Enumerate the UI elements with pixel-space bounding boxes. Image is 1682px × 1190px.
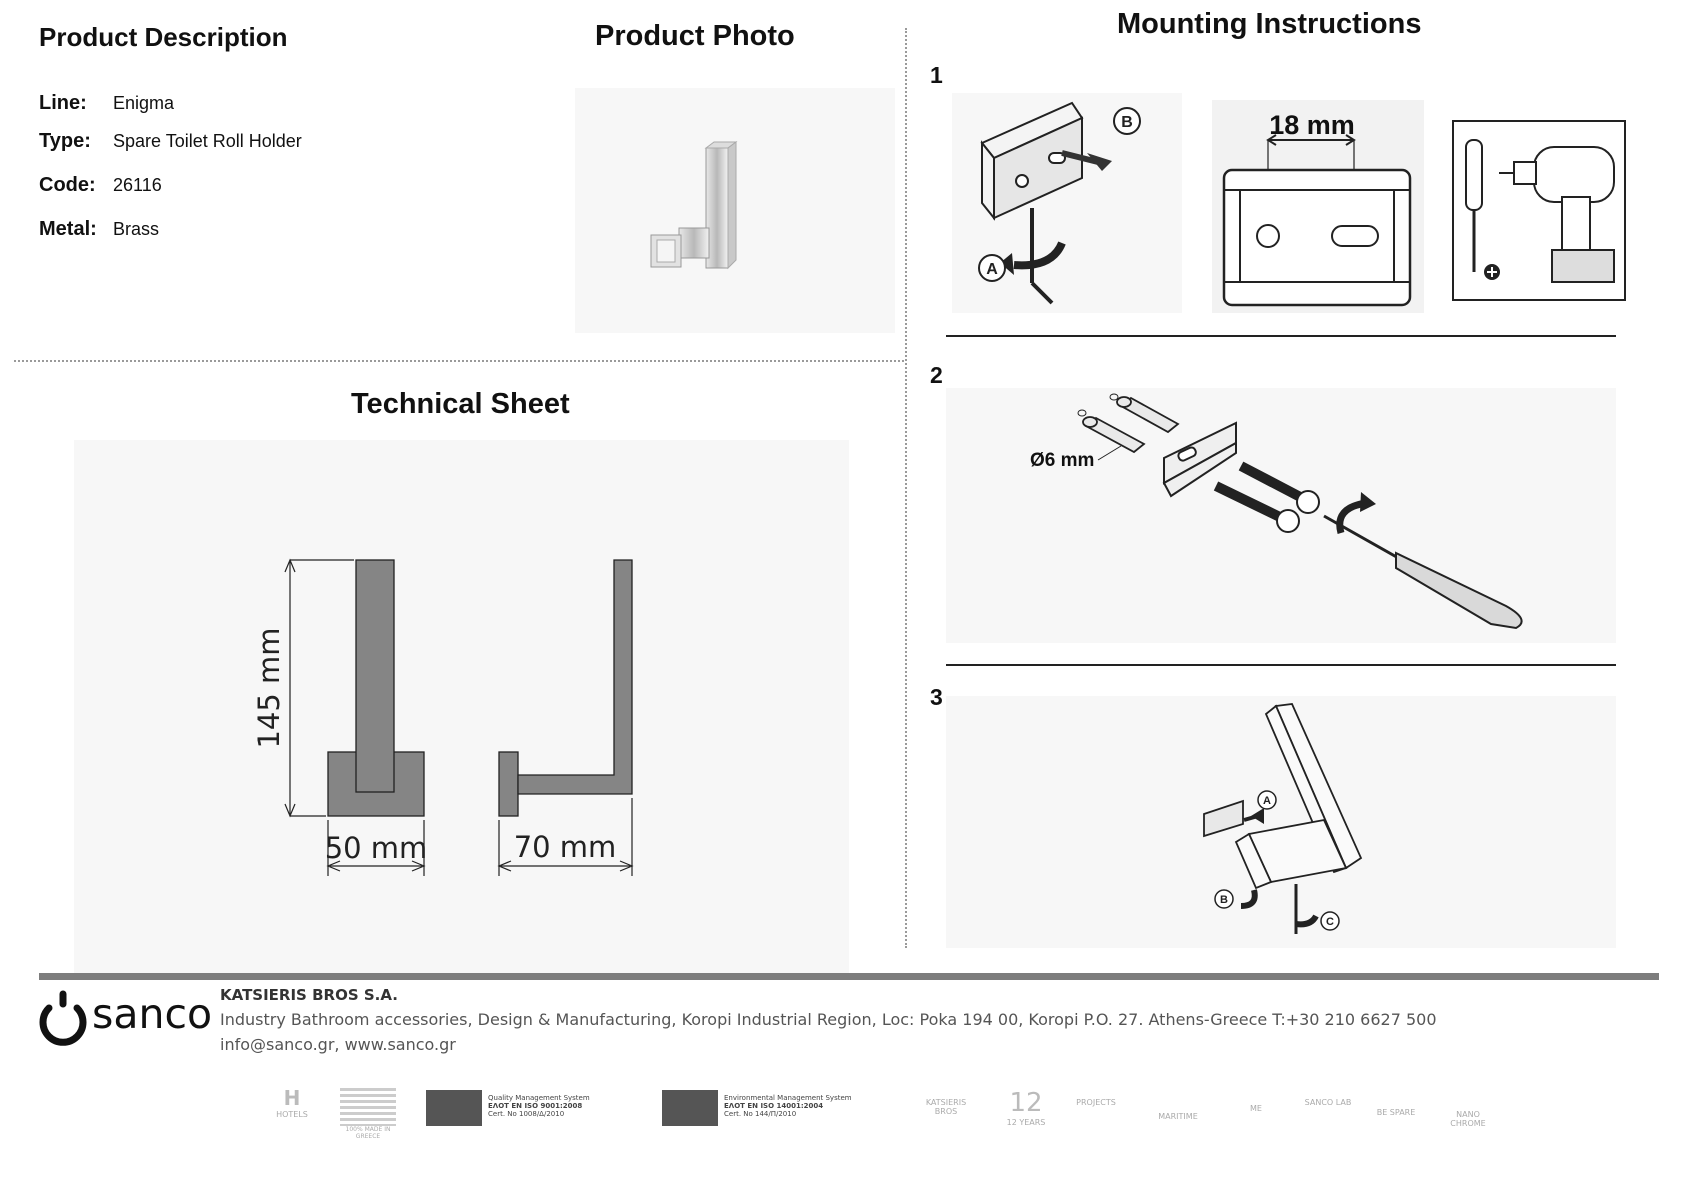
width-dimension-label: 50 mm: [325, 831, 428, 865]
product-description-title: Product Description: [39, 22, 288, 52]
step-separator-1: [946, 335, 1616, 337]
product-photo: [575, 88, 895, 333]
technical-drawing: 145 mm 50 mm 70 mm: [74, 440, 849, 975]
badge-made-in-greece: 100% MADE IN GREECE: [340, 1088, 396, 1140]
step3-label-a: A: [1263, 795, 1271, 807]
eurocert-logo-2: [662, 1090, 718, 1126]
company-contact[interactable]: info@sanco.gr, www.sanco.gr: [220, 1035, 456, 1054]
badge-katsieris: KATSIERIS BROS: [925, 1098, 967, 1116]
footer-rule: [39, 973, 1659, 980]
badge-be-spare: BE SPARE: [1376, 1108, 1416, 1117]
company-address: Industry Bathroom accessories, Design & …: [220, 1010, 1437, 1029]
line-label: Line:: [39, 92, 87, 114]
step1-tools-illustration: [1452, 120, 1626, 301]
type-label: Type:: [39, 130, 91, 152]
step2-fixing-illustration: Ø6 mm: [946, 388, 1616, 643]
step3-label-c: C: [1326, 916, 1334, 928]
badge-maritime: MARITIME: [1158, 1112, 1198, 1121]
sanco-logo-text: sanco: [92, 990, 213, 1038]
product-description-section: Product Description: [39, 22, 287, 53]
badge-sanco-lab: SANCO LAB: [1304, 1098, 1352, 1107]
step1-bracket-illustration: B A: [952, 93, 1182, 313]
badge-me: ME: [1250, 1104, 1262, 1113]
step-separator-2: [946, 664, 1616, 666]
step-number-1: 1: [930, 62, 943, 88]
drill-size-label: Ø6 mm: [1030, 450, 1094, 471]
sanco-drop-logo-icon: [39, 990, 87, 1046]
badge-nano-chrome: NANO CHROME: [1450, 1110, 1486, 1128]
metal-label: Metal:: [39, 218, 97, 240]
step1-label-a: A: [986, 261, 998, 278]
metal-value: Brass: [113, 219, 160, 239]
code-label: Code:: [39, 174, 96, 196]
code-value: 26116: [113, 175, 162, 195]
step-number-3: 3: [930, 684, 943, 710]
desc-row-code: Code: 26116: [39, 174, 162, 197]
desc-row-type: Type: Spare Toilet Roll Holder: [39, 130, 302, 153]
step1-spacing-illustration: 18 mm: [1212, 100, 1424, 313]
type-value: Spare Toilet Roll Holder: [113, 131, 302, 151]
desc-row-line: Line: Enigma: [39, 92, 174, 115]
company-name: KATSIERIS BROS S.A.: [220, 986, 398, 1004]
spacing-label: 18 mm: [1269, 110, 1355, 140]
line-value: Enigma: [113, 93, 175, 113]
step3-assembly-illustration: A B C: [946, 696, 1616, 948]
mounting-instructions-title: Mounting Instructions: [1117, 8, 1422, 40]
eurocert-logo-1: [426, 1090, 482, 1126]
depth-dimension-label: 70 mm: [514, 830, 617, 864]
step-number-2: 2: [930, 362, 943, 388]
step1-label-b: B: [1121, 114, 1133, 131]
screwdriver-icon: [1465, 139, 1483, 272]
technical-sheet-title: Technical Sheet: [351, 388, 570, 420]
product-photo-title: Product Photo: [595, 20, 795, 52]
badge-projects: PROJECTS: [1076, 1098, 1116, 1107]
drill-icon: [1499, 146, 1615, 283]
height-dimension-label: 145 mm: [252, 627, 286, 748]
vertical-divider: [905, 28, 907, 948]
desc-row-metal: Metal: Brass: [39, 218, 159, 241]
horizontal-divider: [14, 360, 904, 362]
step3-label-b: B: [1220, 894, 1228, 906]
product-photo-image: [650, 141, 738, 270]
technical-drawing-svg: 145 mm 50 mm 70 mm: [252, 558, 634, 876]
